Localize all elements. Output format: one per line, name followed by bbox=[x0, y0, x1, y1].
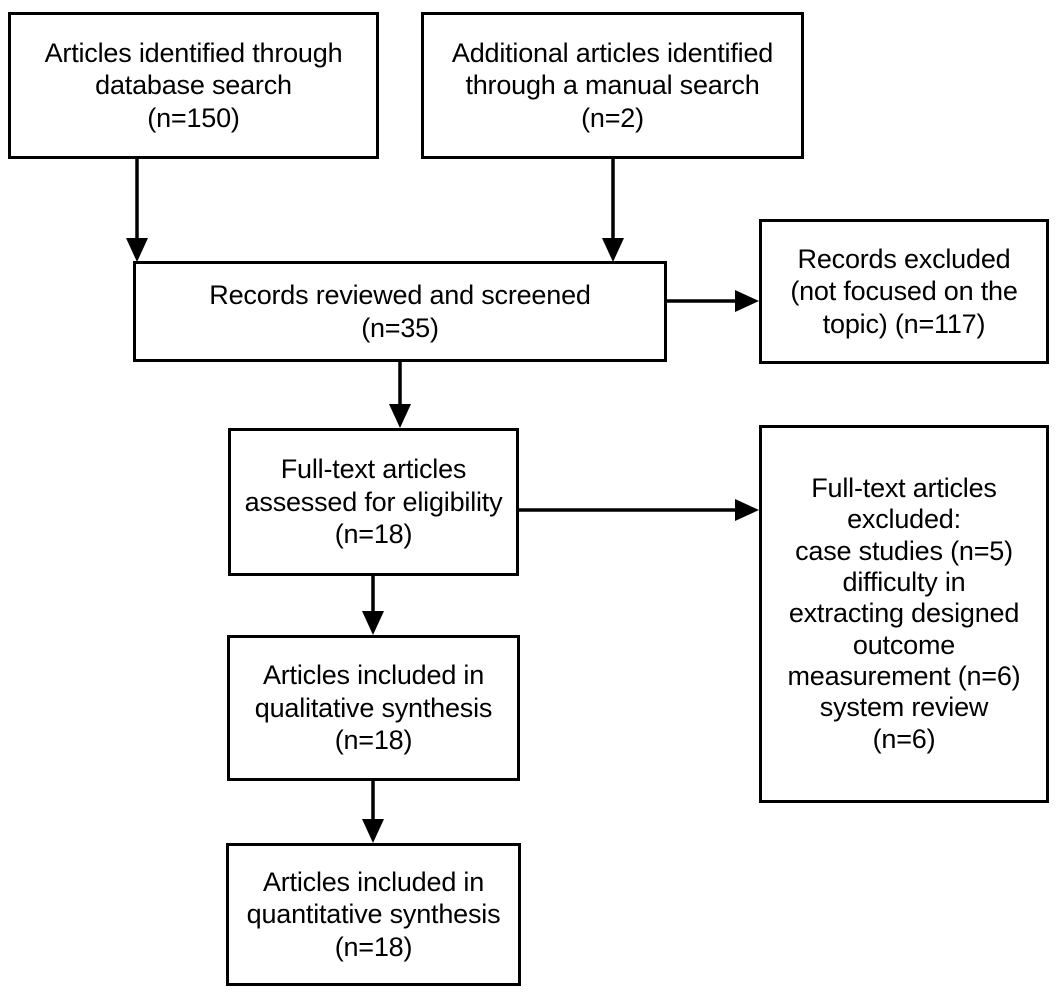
included-quantitative-box: Articles included in quantitative synthe… bbox=[226, 843, 521, 986]
edge-fulltext-to-qualitative bbox=[362, 576, 384, 635]
fulltext-excluded-box: Full-text articles excluded: case studie… bbox=[759, 425, 1049, 803]
records-excluded-box: Records excluded (not focused on the top… bbox=[759, 219, 1049, 364]
edge-database-to-screened bbox=[126, 158, 148, 262]
edge-screened-to-excluded bbox=[666, 290, 759, 312]
records-screened-box: Records reviewed and screened (n=35) bbox=[133, 261, 667, 362]
identification-database-text: Articles identified through database sea… bbox=[44, 37, 343, 133]
edge-qualitative-to-quantitative bbox=[362, 781, 384, 843]
identification-manual-text: Additional articles identified through a… bbox=[451, 37, 774, 133]
edge-manual-to-screened bbox=[602, 158, 624, 262]
records-excluded-text: Records excluded (not focused on the top… bbox=[790, 243, 1018, 339]
fulltext-excluded-text: Full-text articles excluded: case studie… bbox=[787, 473, 1021, 754]
included-qualitative-text: Articles included in qualitative synthes… bbox=[254, 660, 493, 756]
identification-database-box: Articles identified through database sea… bbox=[8, 12, 379, 159]
identification-manual-box: Additional articles identified through a… bbox=[421, 12, 804, 159]
fulltext-assessed-box: Full-text articles assessed for eligibil… bbox=[228, 428, 519, 576]
edge-fulltext-to-fulltext-excluded bbox=[519, 499, 759, 521]
fulltext-assessed-text: Full-text articles assessed for eligibil… bbox=[244, 454, 503, 550]
records-screened-text: Records reviewed and screened (n=35) bbox=[209, 280, 591, 343]
included-quantitative-text: Articles included in quantitative synthe… bbox=[246, 866, 501, 962]
edge-screened-to-fulltext bbox=[389, 361, 411, 428]
included-qualitative-box: Articles included in qualitative synthes… bbox=[227, 635, 520, 781]
